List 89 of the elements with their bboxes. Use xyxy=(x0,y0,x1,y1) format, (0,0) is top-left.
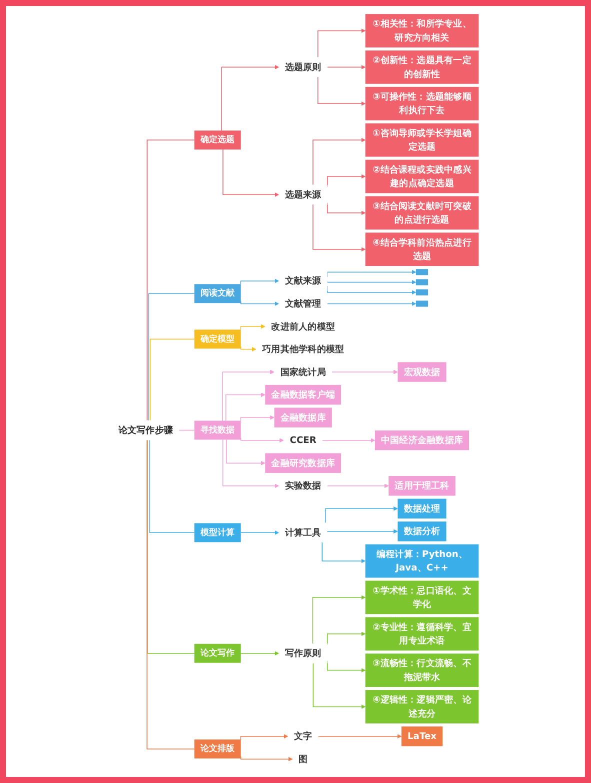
node-box: ④逻辑性：逻辑严密、论述充分 xyxy=(365,690,479,724)
node-box: 中国经济金融数据库 xyxy=(374,430,470,450)
node-box: 金融研究数据库 xyxy=(265,453,342,473)
connector xyxy=(178,430,195,431)
node-box: ④结合学科前沿热点进行选题 xyxy=(365,232,479,266)
node-text: 图 xyxy=(298,754,308,764)
node-box: ③流畅性：行文流畅、不拖泥带水 xyxy=(365,654,479,687)
connector xyxy=(150,338,195,421)
arrow xyxy=(312,595,366,644)
node-box xyxy=(416,269,428,276)
arrow xyxy=(225,392,266,422)
arrow xyxy=(312,662,366,709)
arrow xyxy=(327,280,416,284)
arrow xyxy=(240,756,293,762)
arrow xyxy=(240,437,284,443)
arrow xyxy=(322,438,376,443)
arrow xyxy=(312,204,366,252)
node-text: 选题来源 xyxy=(284,189,322,200)
connector xyxy=(146,440,195,750)
node-text: 实验数据 xyxy=(284,480,322,492)
node-text: 文献来源 xyxy=(284,276,322,286)
node-box xyxy=(416,300,428,307)
node-text: 文字 xyxy=(294,731,312,742)
arrow xyxy=(318,734,402,739)
arrow xyxy=(318,28,366,58)
node-text: 巧用其他学科的模型 xyxy=(262,344,344,355)
node-box xyxy=(416,279,428,286)
node-box xyxy=(416,289,428,296)
arrow xyxy=(240,278,279,284)
arrow xyxy=(240,300,279,306)
arrow xyxy=(322,542,366,564)
arrow xyxy=(240,651,279,656)
arrow xyxy=(221,64,279,131)
arrow xyxy=(332,370,398,374)
node-box: 确定模型 xyxy=(194,330,241,349)
arrow xyxy=(222,149,279,197)
arrow xyxy=(327,64,366,70)
node-box: 金融数据客户端 xyxy=(265,384,342,405)
arrow xyxy=(327,484,389,488)
arrow xyxy=(327,174,366,187)
node-text: 写作原则 xyxy=(284,648,322,659)
node-box: 数据分析 xyxy=(398,522,446,542)
node-box: 金融数据库 xyxy=(274,408,332,428)
arrow xyxy=(240,415,274,422)
arrow xyxy=(222,370,274,422)
node-box: 论文写作 xyxy=(194,644,241,663)
node-text: 文献管理 xyxy=(284,298,322,310)
node-text: 选题原则 xyxy=(284,62,322,72)
arrow xyxy=(240,346,256,352)
node-box: 宏观数据 xyxy=(398,362,446,382)
node-box: LaTex xyxy=(401,726,443,746)
node-box: 适用于理工科 xyxy=(388,476,456,496)
node-box: ③结合阅读文献时可突破的点进行选题 xyxy=(365,196,479,230)
node-box: ②专业性：遵循科学、宜用专业术语 xyxy=(365,617,479,651)
arrow xyxy=(240,324,266,330)
node-box: ②结合课程或实践中感兴趣的点确定选题 xyxy=(365,160,479,194)
arrow xyxy=(325,506,398,524)
node-text: CCER xyxy=(290,435,316,446)
node-box: 论文排版 xyxy=(194,739,241,758)
connector xyxy=(149,440,195,534)
node-box: ①学术性：忌口语化、文学化 xyxy=(365,580,479,614)
node-box: 确定选题 xyxy=(194,130,241,150)
node-box: ②创新性：选题具有一定的创新性 xyxy=(365,50,479,84)
arrow xyxy=(327,202,366,216)
node-text: 计算工具 xyxy=(284,527,322,538)
arrow xyxy=(226,439,266,466)
node-box: ③可操作性：选题能够顺利执行下去 xyxy=(365,86,479,120)
arrow xyxy=(240,530,279,535)
arrow xyxy=(327,302,416,306)
node-text: 论文写作步骤 xyxy=(118,424,174,436)
node-box: 阅读文献 xyxy=(194,284,241,304)
node-box: 数据处理 xyxy=(398,498,446,518)
arrow xyxy=(222,439,279,488)
connector xyxy=(148,293,195,421)
node-box: ①相关性：和所学专业、研究方向相关 xyxy=(365,14,479,48)
arrow xyxy=(327,529,398,534)
arrow xyxy=(312,138,366,186)
arrow xyxy=(318,76,366,106)
arrow xyxy=(327,660,366,673)
arrow xyxy=(327,632,366,646)
connector xyxy=(146,140,195,421)
connector xyxy=(147,440,195,654)
node-box: ①咨询导师或学长学姐确定选题 xyxy=(365,123,479,157)
arrow xyxy=(240,734,288,740)
node-text: 国家统计局 xyxy=(280,366,326,378)
node-box: 寻找数据 xyxy=(194,420,241,440)
node-box: 编程计算：Python、Java、C++ xyxy=(365,544,479,578)
node-box: 模型计算 xyxy=(194,523,241,542)
node-text: 改进前人的模型 xyxy=(271,321,335,332)
